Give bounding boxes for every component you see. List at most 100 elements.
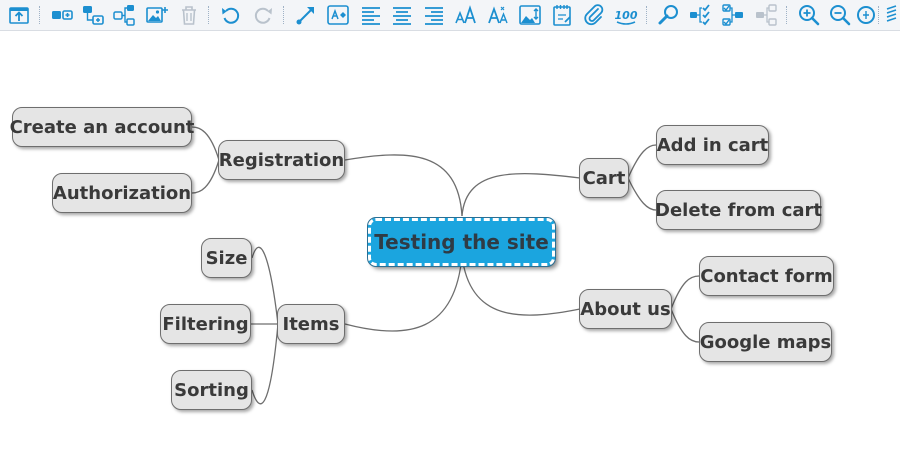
topic-authorization[interactable]: Authorization <box>52 173 192 213</box>
delete-icon[interactable] <box>177 3 201 27</box>
topic-cart[interactable]: Cart <box>579 158 629 198</box>
link-cart-delete-from-cart <box>627 177 657 211</box>
link-registration-create-account <box>191 126 220 161</box>
topic-google-maps[interactable]: Google maps <box>699 322 832 362</box>
text-box-icon-glyph <box>327 5 349 25</box>
align-left-icon-glyph <box>362 7 380 25</box>
add-subtopic-icon[interactable] <box>81 3 105 27</box>
add-sibling-icon-glyph <box>113 5 135 26</box>
zoom-out-icon[interactable] <box>828 3 852 27</box>
search-icon[interactable] <box>657 3 681 27</box>
align-center-icon[interactable] <box>390 3 414 27</box>
toolbar-separator <box>208 6 209 24</box>
link-about-us-contact-form <box>670 275 700 310</box>
task-list-icon[interactable] <box>688 3 712 27</box>
topic-label: Size <box>205 247 248 269</box>
toolbar-separator <box>786 6 787 24</box>
export-icon[interactable] <box>7 3 31 27</box>
export-icon-glyph <box>9 7 29 24</box>
toolbar-separator <box>878 6 879 24</box>
align-center-icon-glyph <box>393 7 411 25</box>
link-root-cart <box>461 173 581 217</box>
topic-size[interactable]: Size <box>201 238 252 278</box>
mindmap-canvas[interactable]: Testing the site Registration Create an … <box>0 31 900 455</box>
add-sibling-icon[interactable] <box>112 3 136 27</box>
topic-label: Create an account <box>9 116 195 138</box>
task-tree-icon[interactable] <box>721 3 745 27</box>
align-right-icon[interactable] <box>422 3 446 27</box>
zoom-in-icon-glyph <box>799 5 820 26</box>
topic-label: Authorization <box>52 182 192 204</box>
notes-icon-glyph <box>553 5 571 26</box>
image-fit-icon[interactable] <box>518 3 542 27</box>
link-items-sorting <box>251 323 279 405</box>
image-fit-icon-glyph <box>519 5 541 25</box>
link-items-size <box>251 246 279 325</box>
zoom-fit-icon[interactable] <box>856 3 880 27</box>
toolbar-separator <box>646 6 647 24</box>
topic-filtering[interactable]: Filtering <box>160 304 251 344</box>
more-tools-icon[interactable] <box>884 3 900 27</box>
topic-delete-from-cart[interactable]: Delete from cart <box>655 190 822 230</box>
topic-label: Add in cart <box>656 134 769 156</box>
task-tree-icon-glyph <box>722 4 743 26</box>
topic-label: Items <box>282 313 340 335</box>
insert-image-icon-glyph <box>146 7 168 23</box>
task-tree-disabled-icon-glyph <box>756 4 777 26</box>
font-size-icon-glyph <box>455 5 476 24</box>
link-root-registration <box>344 154 463 217</box>
undo-icon[interactable] <box>219 3 243 27</box>
align-left-icon[interactable] <box>359 3 383 27</box>
link-cart-add-in-cart <box>627 144 657 179</box>
root-topic[interactable]: Testing the site <box>367 217 556 267</box>
redo-icon-glyph <box>254 7 272 24</box>
topic-label: Registration <box>218 149 345 171</box>
undo-icon-glyph <box>222 7 240 24</box>
link-root-items <box>344 255 463 332</box>
connection-lines <box>191 126 700 405</box>
topic-sorting[interactable]: Sorting <box>171 370 252 410</box>
align-right-icon-glyph <box>425 7 443 25</box>
connector-icon[interactable] <box>294 3 318 27</box>
topic-contact-form[interactable]: Contact form <box>699 256 834 296</box>
text-box-icon[interactable] <box>326 3 350 27</box>
attachment-icon-glyph <box>584 4 604 26</box>
zoom-in-icon[interactable] <box>797 3 821 27</box>
topic-about-us[interactable]: About us <box>579 289 672 329</box>
search-icon-glyph <box>658 5 678 25</box>
add-topic-icon[interactable] <box>50 3 74 27</box>
add-subtopic-icon-glyph <box>83 6 104 25</box>
topic-add-in-cart[interactable]: Add in cart <box>656 125 769 165</box>
delete-icon-glyph <box>182 6 196 25</box>
topic-label: Google maps <box>699 331 832 353</box>
zoom-out-icon-glyph <box>830 5 851 26</box>
topic-registration[interactable]: Registration <box>218 140 345 180</box>
topic-create-account[interactable]: Create an account <box>9 107 195 147</box>
redo-icon[interactable] <box>251 3 275 27</box>
link-root-about-us <box>461 255 581 316</box>
rating-icon-glyph: 100 <box>615 9 638 25</box>
zoom-fit-icon-glyph <box>857 6 875 24</box>
task-list-icon-glyph <box>690 4 710 26</box>
attachment-icon[interactable] <box>582 3 606 27</box>
link-about-us-google-maps <box>670 308 700 343</box>
font-size-icon[interactable] <box>454 3 478 27</box>
font-style-icon-glyph <box>488 6 508 24</box>
connector-icon-glyph <box>296 7 314 25</box>
topic-label: Cart <box>582 167 626 189</box>
svg-text:100: 100 <box>615 9 638 22</box>
link-registration-authorization <box>191 159 220 194</box>
topic-items[interactable]: Items <box>277 304 345 344</box>
toolbar-separator <box>283 6 284 24</box>
toolbar-separator <box>39 6 40 24</box>
more-tools-icon-glyph <box>886 5 897 22</box>
task-tree-disabled-icon[interactable] <box>754 3 778 27</box>
notes-icon[interactable] <box>550 3 574 27</box>
toolbar: 100 <box>0 0 900 31</box>
font-style-icon[interactable] <box>486 3 510 27</box>
topic-label: About us <box>580 298 671 320</box>
topic-label: Sorting <box>174 379 249 401</box>
topic-label: Contact form <box>700 265 833 287</box>
insert-image-icon[interactable] <box>145 3 169 27</box>
rating-icon[interactable]: 100 <box>614 3 638 27</box>
